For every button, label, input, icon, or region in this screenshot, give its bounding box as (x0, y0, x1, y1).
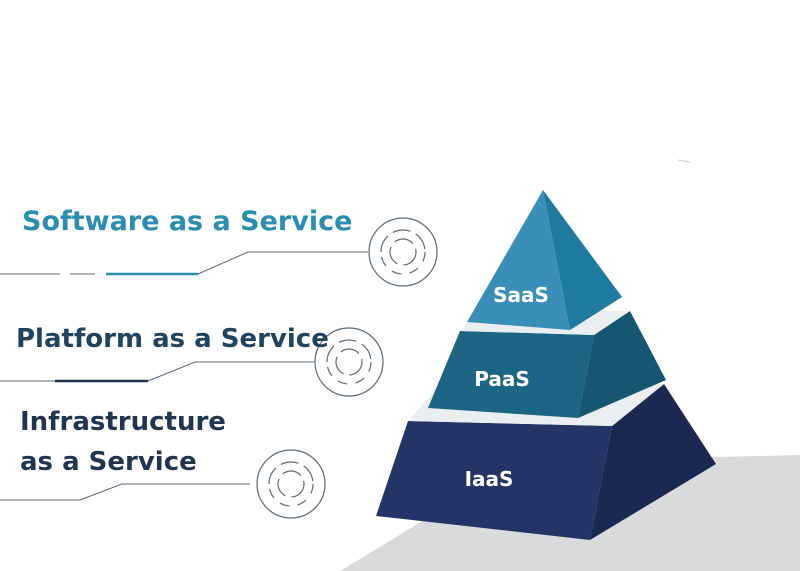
paas-tier-label: PaaS (474, 367, 530, 391)
paas-title: Platform as a Service (16, 324, 329, 354)
ring-icon-iaas (256, 449, 326, 519)
ring-icon-saas (368, 217, 438, 287)
iaas-title-line2: as a Service (20, 447, 197, 477)
saas-connector-diagonal (197, 251, 368, 275)
iaas-title: Infrastructure as a Service (20, 402, 226, 482)
decorative-tick (677, 159, 691, 163)
ring-icon-paas (314, 327, 384, 397)
saas-tier-label: SaaS (493, 283, 549, 307)
iaas-tier-label: IaaS (465, 467, 514, 491)
saas-title: Software as a Service (22, 206, 353, 237)
iaas-title-line1: Infrastructure (20, 407, 226, 437)
connector-lines (0, 251, 368, 501)
iaas-connector (0, 483, 250, 501)
paas-connector-diagonal (147, 361, 315, 382)
pyramid-layer-saas (467, 190, 622, 330)
